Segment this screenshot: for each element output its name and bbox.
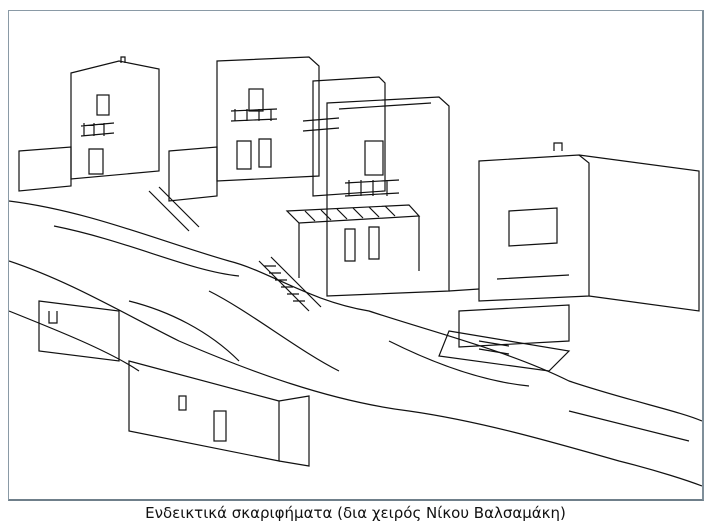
architectural-sketch xyxy=(9,56,702,487)
sketch-frame xyxy=(8,10,704,501)
figure-caption: Ενδεικτικά σκαριφήματα (δια χειρός Νίκου… xyxy=(145,504,566,522)
